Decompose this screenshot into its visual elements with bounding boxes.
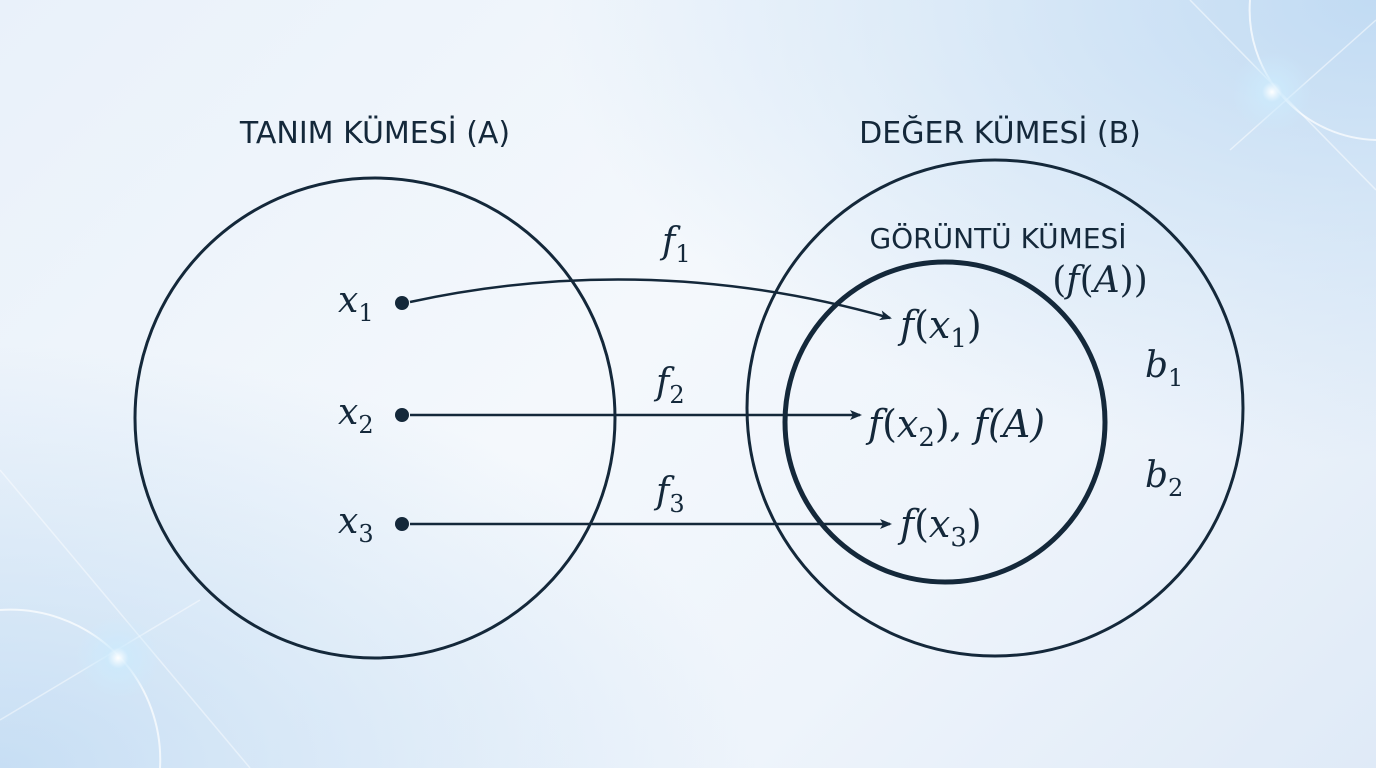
codomain-circle: [745, 158, 1245, 658]
arrow-f1: [409, 278, 892, 321]
domain-set: TANIM KÜMESİ (A): [133, 115, 617, 660]
domain-element-x1: x1: [338, 280, 409, 327]
element-b2: b2: [1145, 455, 1183, 502]
point-marker: [395, 408, 409, 422]
range-title: GÖRÜNTÜ KÜMESİ: [869, 221, 1126, 255]
image-f-x2: f(x2), f(A): [865, 402, 1045, 453]
svg-text:x3: x3: [338, 501, 374, 548]
codomain-outside-elements: b1 b2: [1145, 345, 1183, 502]
image-f-x3: f(x3): [897, 502, 982, 553]
svg-text:x1: x1: [338, 280, 374, 327]
domain-element-x2: x2: [338, 392, 409, 439]
range-notation: (f(A)): [1052, 260, 1148, 301]
domain-elements: x1 x2 x3: [338, 280, 409, 548]
image-f-x1: f(x1): [897, 303, 982, 354]
codomain-title: DEĞER KÜMESİ (B): [859, 114, 1141, 151]
element-b1: b1: [1145, 345, 1183, 392]
image-elements: f(x1) f(x2), f(A) f(x3): [865, 303, 1045, 553]
domain-circle: [133, 176, 617, 660]
point-marker: [395, 517, 409, 531]
domain-element-x3: x3: [338, 501, 409, 548]
mapping-arrows: f1 f2 f3: [409, 221, 892, 529]
svg-text:x2: x2: [338, 392, 374, 439]
domain-title: TANIM KÜMESİ (A): [239, 115, 510, 151]
range-circle: [782, 259, 1108, 585]
codomain-set: DEĞER KÜMESİ (B): [745, 114, 1245, 658]
point-marker: [395, 296, 409, 310]
range-set: GÖRÜNTÜ KÜMESİ (f(A)): [782, 221, 1148, 585]
